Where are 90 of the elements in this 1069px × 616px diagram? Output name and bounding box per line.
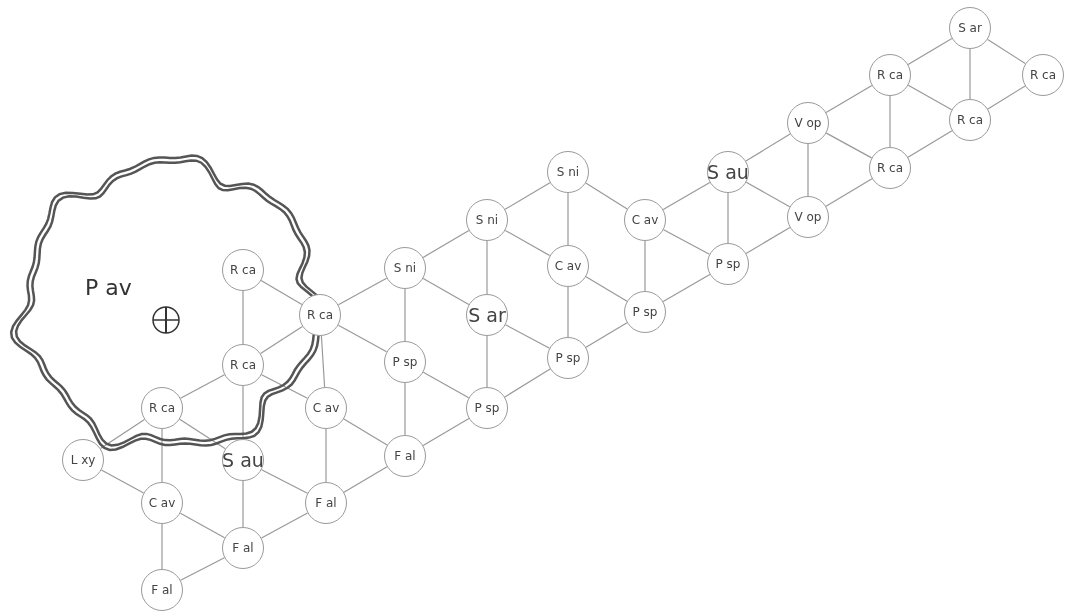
connector-line	[567, 192, 569, 246]
connector-line	[504, 324, 551, 349]
plant-circle: P sp	[624, 291, 666, 333]
connector-line	[179, 418, 226, 450]
connector-line	[825, 178, 873, 207]
connector-line	[585, 276, 628, 302]
plant-circle: R ca	[141, 387, 183, 429]
connector-line	[745, 227, 791, 254]
connector-line	[343, 466, 388, 493]
connector-line	[987, 38, 1026, 65]
connector-line	[504, 368, 551, 398]
connector-line	[161, 523, 163, 570]
plant-circle: S ni	[547, 151, 589, 193]
connector-line	[486, 240, 488, 295]
connector-line	[337, 324, 388, 353]
connector-line	[663, 229, 710, 255]
connector-line	[261, 469, 308, 494]
connector-line	[422, 230, 470, 258]
connector-line	[260, 512, 309, 539]
connector-line	[99, 418, 146, 450]
plant-circle: S ar	[949, 7, 991, 49]
connector-line	[745, 181, 791, 208]
connector-line	[644, 240, 646, 292]
connector-line	[242, 385, 244, 440]
connector-line	[337, 277, 388, 306]
plant-circle: S ni	[466, 199, 508, 241]
plant-circle: P sp	[547, 337, 589, 379]
connector-line	[567, 286, 569, 338]
plant-circle: F al	[141, 569, 183, 611]
plant-circle: R ca	[222, 344, 264, 386]
connector-line	[242, 290, 244, 345]
connector-line	[889, 95, 891, 148]
connector-line	[180, 557, 225, 581]
connector-line	[343, 418, 388, 446]
connector-line	[662, 181, 711, 211]
plant-circle: R ca	[1022, 54, 1064, 96]
connector-line	[404, 382, 406, 436]
plant-circle: C av	[547, 245, 589, 287]
plant-circle: S ar	[466, 294, 508, 336]
plant-circle: R ca	[949, 99, 991, 141]
connector-line	[585, 322, 628, 348]
connector-line	[404, 288, 406, 342]
plant-circle: F al	[384, 435, 426, 477]
plant-circle: R ca	[869, 54, 911, 96]
connector-line	[161, 428, 163, 483]
plant-circle: R ca	[299, 294, 341, 336]
connector-line	[260, 280, 303, 305]
connector-line	[907, 84, 953, 111]
connector-line	[422, 277, 470, 306]
plant-label: P av	[85, 275, 132, 300]
connector-line	[242, 480, 244, 528]
plant-circle: V op	[787, 102, 829, 144]
plant-circle: P sp	[707, 243, 749, 285]
plant-circle: V op	[787, 196, 829, 238]
plant-circle: F al	[222, 527, 264, 569]
plant-circle: S ni	[384, 247, 426, 289]
plant-circle: L xy	[62, 439, 104, 481]
connector-line	[745, 133, 791, 162]
connector-line	[486, 335, 488, 388]
connector-line	[987, 85, 1026, 110]
plant-circle: P sp	[466, 387, 508, 429]
connector-line	[727, 192, 729, 244]
plant-circle: R ca	[869, 147, 911, 189]
connector-line	[100, 469, 145, 494]
connector-line	[422, 418, 470, 446]
connector-line	[907, 130, 953, 158]
connector-line	[179, 512, 226, 539]
plant-circle: C av	[141, 482, 183, 524]
plant-circle: P sp	[384, 341, 426, 383]
connector-line	[504, 182, 551, 210]
connector-line	[260, 325, 303, 355]
connector-line	[179, 374, 226, 399]
connector-line	[422, 371, 470, 399]
plant-circle: S au	[222, 439, 264, 481]
connector-line	[662, 273, 711, 303]
connector-line	[585, 182, 628, 210]
connector-line	[907, 38, 953, 65]
connector-line	[320, 335, 326, 388]
plant-circle: C av	[305, 387, 347, 429]
plant-circle: F al	[305, 482, 347, 524]
connector-line	[807, 143, 809, 197]
plant-circle: R ca	[222, 249, 264, 291]
plant-circle: S au	[707, 151, 749, 193]
connector-line	[825, 132, 873, 159]
connector-line	[825, 85, 873, 113]
connector-line	[504, 229, 551, 257]
connector-line	[969, 48, 971, 100]
connector-line	[325, 428, 327, 483]
connector-line	[261, 374, 308, 399]
plant-circle: C av	[624, 199, 666, 241]
